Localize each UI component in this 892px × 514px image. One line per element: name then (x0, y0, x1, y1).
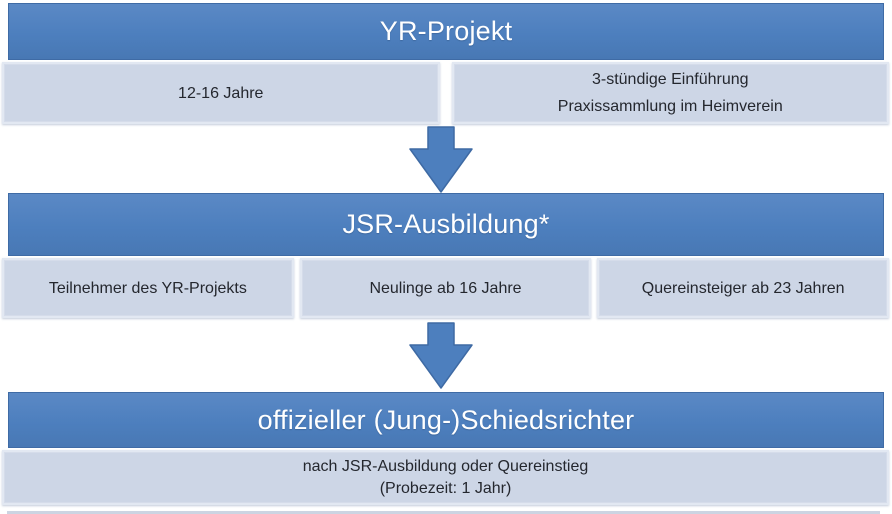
cell-newcomers: Neulinge ab 16 Jahre (299, 258, 592, 318)
cell-text: Teilnehmer des YR-Projekts (48, 279, 247, 297)
cell-after-training: nach JSR-Ausbildung oder Quereinstieg (P… (2, 450, 889, 505)
cell-yr-participants: Teilnehmer des YR-Projekts (2, 258, 294, 318)
stage-header-yr-projekt: YR-Projekt (8, 3, 884, 60)
stage-title: JSR-Ausbildung* (342, 209, 550, 239)
cropped-next-row-strip (7, 511, 880, 514)
cell-age-range: 12-16 Jahre (2, 62, 440, 124)
cell-lateral-entrants: Quereinsteiger ab 23 Jahren (597, 258, 890, 318)
stage-header-jsr-ausbildung: JSR-Ausbildung* (8, 193, 884, 256)
cell-intro-practice: 3-stündige Einführung Praxissammlung im … (451, 62, 889, 124)
cell-text: Praxissammlung im Heimverein (557, 98, 783, 115)
stage-official-referee-cells: nach JSR-Ausbildung oder Quereinstieg (P… (2, 450, 889, 505)
down-arrow-icon (409, 322, 473, 389)
down-arrow-icon (409, 126, 473, 193)
cell-text: 12-16 Jahre (178, 84, 264, 102)
stage-header-official-referee: offizieller (Jung-)Schiedsrichter (8, 392, 884, 448)
stage-title: offizieller (Jung-)Schiedsrichter (257, 404, 635, 435)
cell-text: nach JSR-Ausbildung oder Quereinstieg (302, 457, 589, 475)
cell-text: Neulinge ab 16 Jahre (369, 279, 522, 297)
cell-text: (Probezeit: 1 Jahr) (379, 479, 512, 497)
stage-yr-projekt-cells: 12-16 Jahre 3-stündige Einführung Praxis… (2, 62, 889, 124)
stage-title: YR-Projekt (379, 16, 513, 46)
stage-jsr-ausbildung-cells: Teilnehmer des YR-Projekts Neulinge ab 1… (2, 258, 890, 318)
cell-text: Quereinsteiger ab 23 Jahren (641, 279, 845, 297)
cell-text: 3-stündige Einführung (591, 71, 749, 88)
